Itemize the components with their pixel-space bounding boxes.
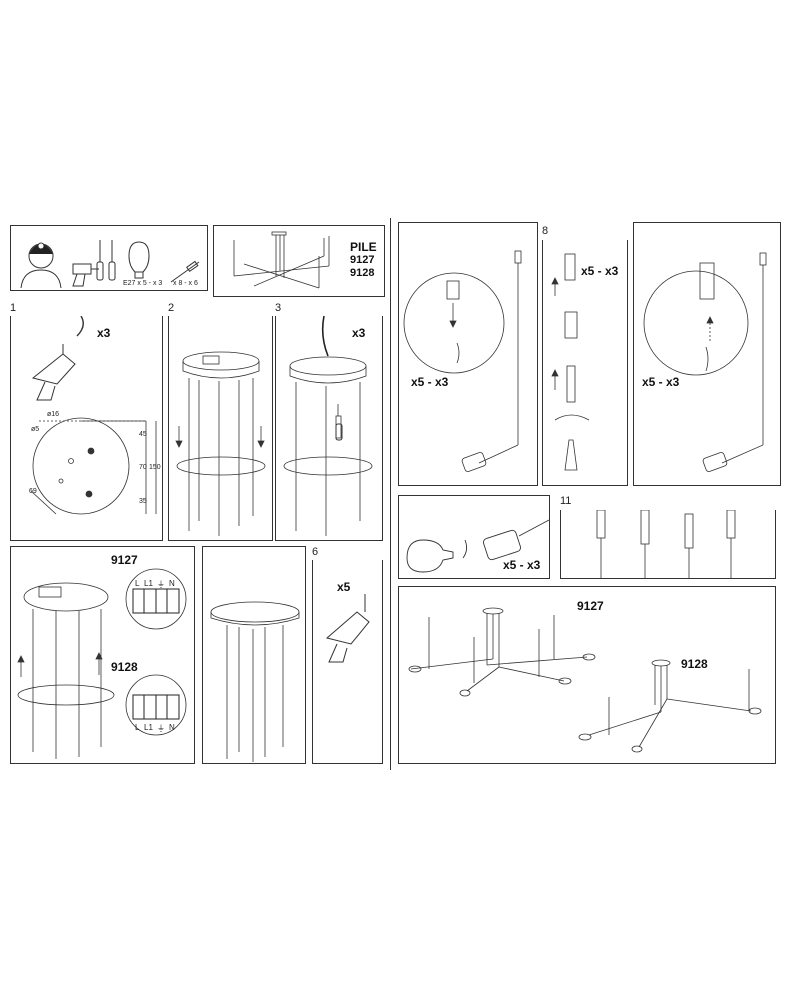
chandelier-overview [233,231,330,289]
dim-70: 70 [139,464,147,471]
step-4-model-b: 9128 [111,660,138,674]
terminal-a-l: L [135,579,140,588]
step-9-quantity: x5 - x3 [642,375,680,389]
dim-69: 69 [29,488,37,495]
step-6-drawing [325,594,370,663]
terminal-a-n: N [169,579,175,588]
step-2-number: 2 [168,302,175,314]
final-assembly-drawing [408,607,762,753]
product-title: PILE [350,240,377,254]
step-10-panel: x5 - x3 [398,495,550,579]
terminal-b-n: N [169,723,175,732]
drill-icon [325,594,370,663]
worker-icon [20,242,62,289]
step-8-panel: x5 - x3 [542,240,628,486]
drill-icon [72,263,99,287]
terminal-b-earth: ⏚ [157,724,165,733]
tools-panel: E27 x 5 - x 3 x 8 - x 6 [10,225,208,291]
terminal-block-a [132,588,180,614]
terminal-block-b [132,694,180,720]
step-2-drawing [175,351,266,536]
step-5-drawing [210,601,300,762]
step-4-model-a: 9127 [111,553,138,567]
step-3-panel: x3 [275,316,383,541]
drill-icon [31,344,76,401]
wall-plug-icon [170,260,200,283]
step-11-panel [560,510,776,579]
terminal-b-l1: L1 [144,723,153,732]
dim-5: ø5 [31,426,40,433]
step-5-panel [202,546,306,764]
step-3-drawing [283,316,373,536]
step-10-quantity: x5 - x3 [503,558,541,572]
screwdriver-icon [96,240,116,281]
step-8-quantity: x5 - x3 [581,264,619,278]
final-model-a: 9127 [577,599,604,613]
canopy-template [30,417,157,515]
terminal-b-l: L [135,723,140,732]
step-7-drawing [403,250,522,472]
step-8-drawing [551,253,590,471]
step-10-drawing [406,519,550,573]
step-3-quantity: x3 [352,326,366,340]
bulb-icon [128,241,150,279]
step-6-number: 6 [312,546,319,558]
step-9-drawing [643,252,767,472]
final-model-b: 9128 [681,657,708,671]
step-1-drawing [30,316,157,515]
page-divider [390,218,391,770]
step-1-quantity: x3 [97,326,111,340]
bulb-icon [406,539,454,573]
step-11-number: 11 [560,495,572,507]
model-number-b: 9128 [350,267,375,279]
step-2-panel [168,316,273,541]
tools-illustration [20,240,200,289]
final-assembly-panel: 9127 9128 [398,586,776,764]
dim-16: ø16 [47,411,60,418]
plug-quantity: x 8 - x 6 [173,280,198,287]
step-8-number: 8 [542,225,549,237]
overview-panel: PILE 9127 9128 [213,225,385,297]
step-6-quantity: x5 [337,580,351,594]
step-7-quantity: x5 - x3 [411,375,449,389]
dim-35: 35 [139,498,147,505]
dim-45: 45 [139,431,147,438]
dim-150: 150 [149,464,161,471]
step-3-number: 3 [275,302,282,314]
step-4-drawing [17,568,187,759]
step-1-panel: x3 ø16 ø5 45 70 150 35 69 [10,316,163,541]
screwdriver-icon [335,423,343,441]
step-9-panel: x5 - x3 [633,222,781,486]
bulb-quantity: E27 x 5 - x 3 [123,280,163,287]
step-11-drawing [596,510,736,579]
terminal-a-l1: L1 [144,579,153,588]
step-4-panel: 9127 9128 L L1 ⏚ N L L1 ⏚ N [10,546,195,764]
model-number-a: 9127 [350,254,375,266]
step-1-number: 1 [10,302,17,314]
step-7-panel: x5 - x3 [398,222,538,486]
step-6-panel: x5 [312,560,383,764]
terminal-a-earth: ⏚ [157,580,165,589]
